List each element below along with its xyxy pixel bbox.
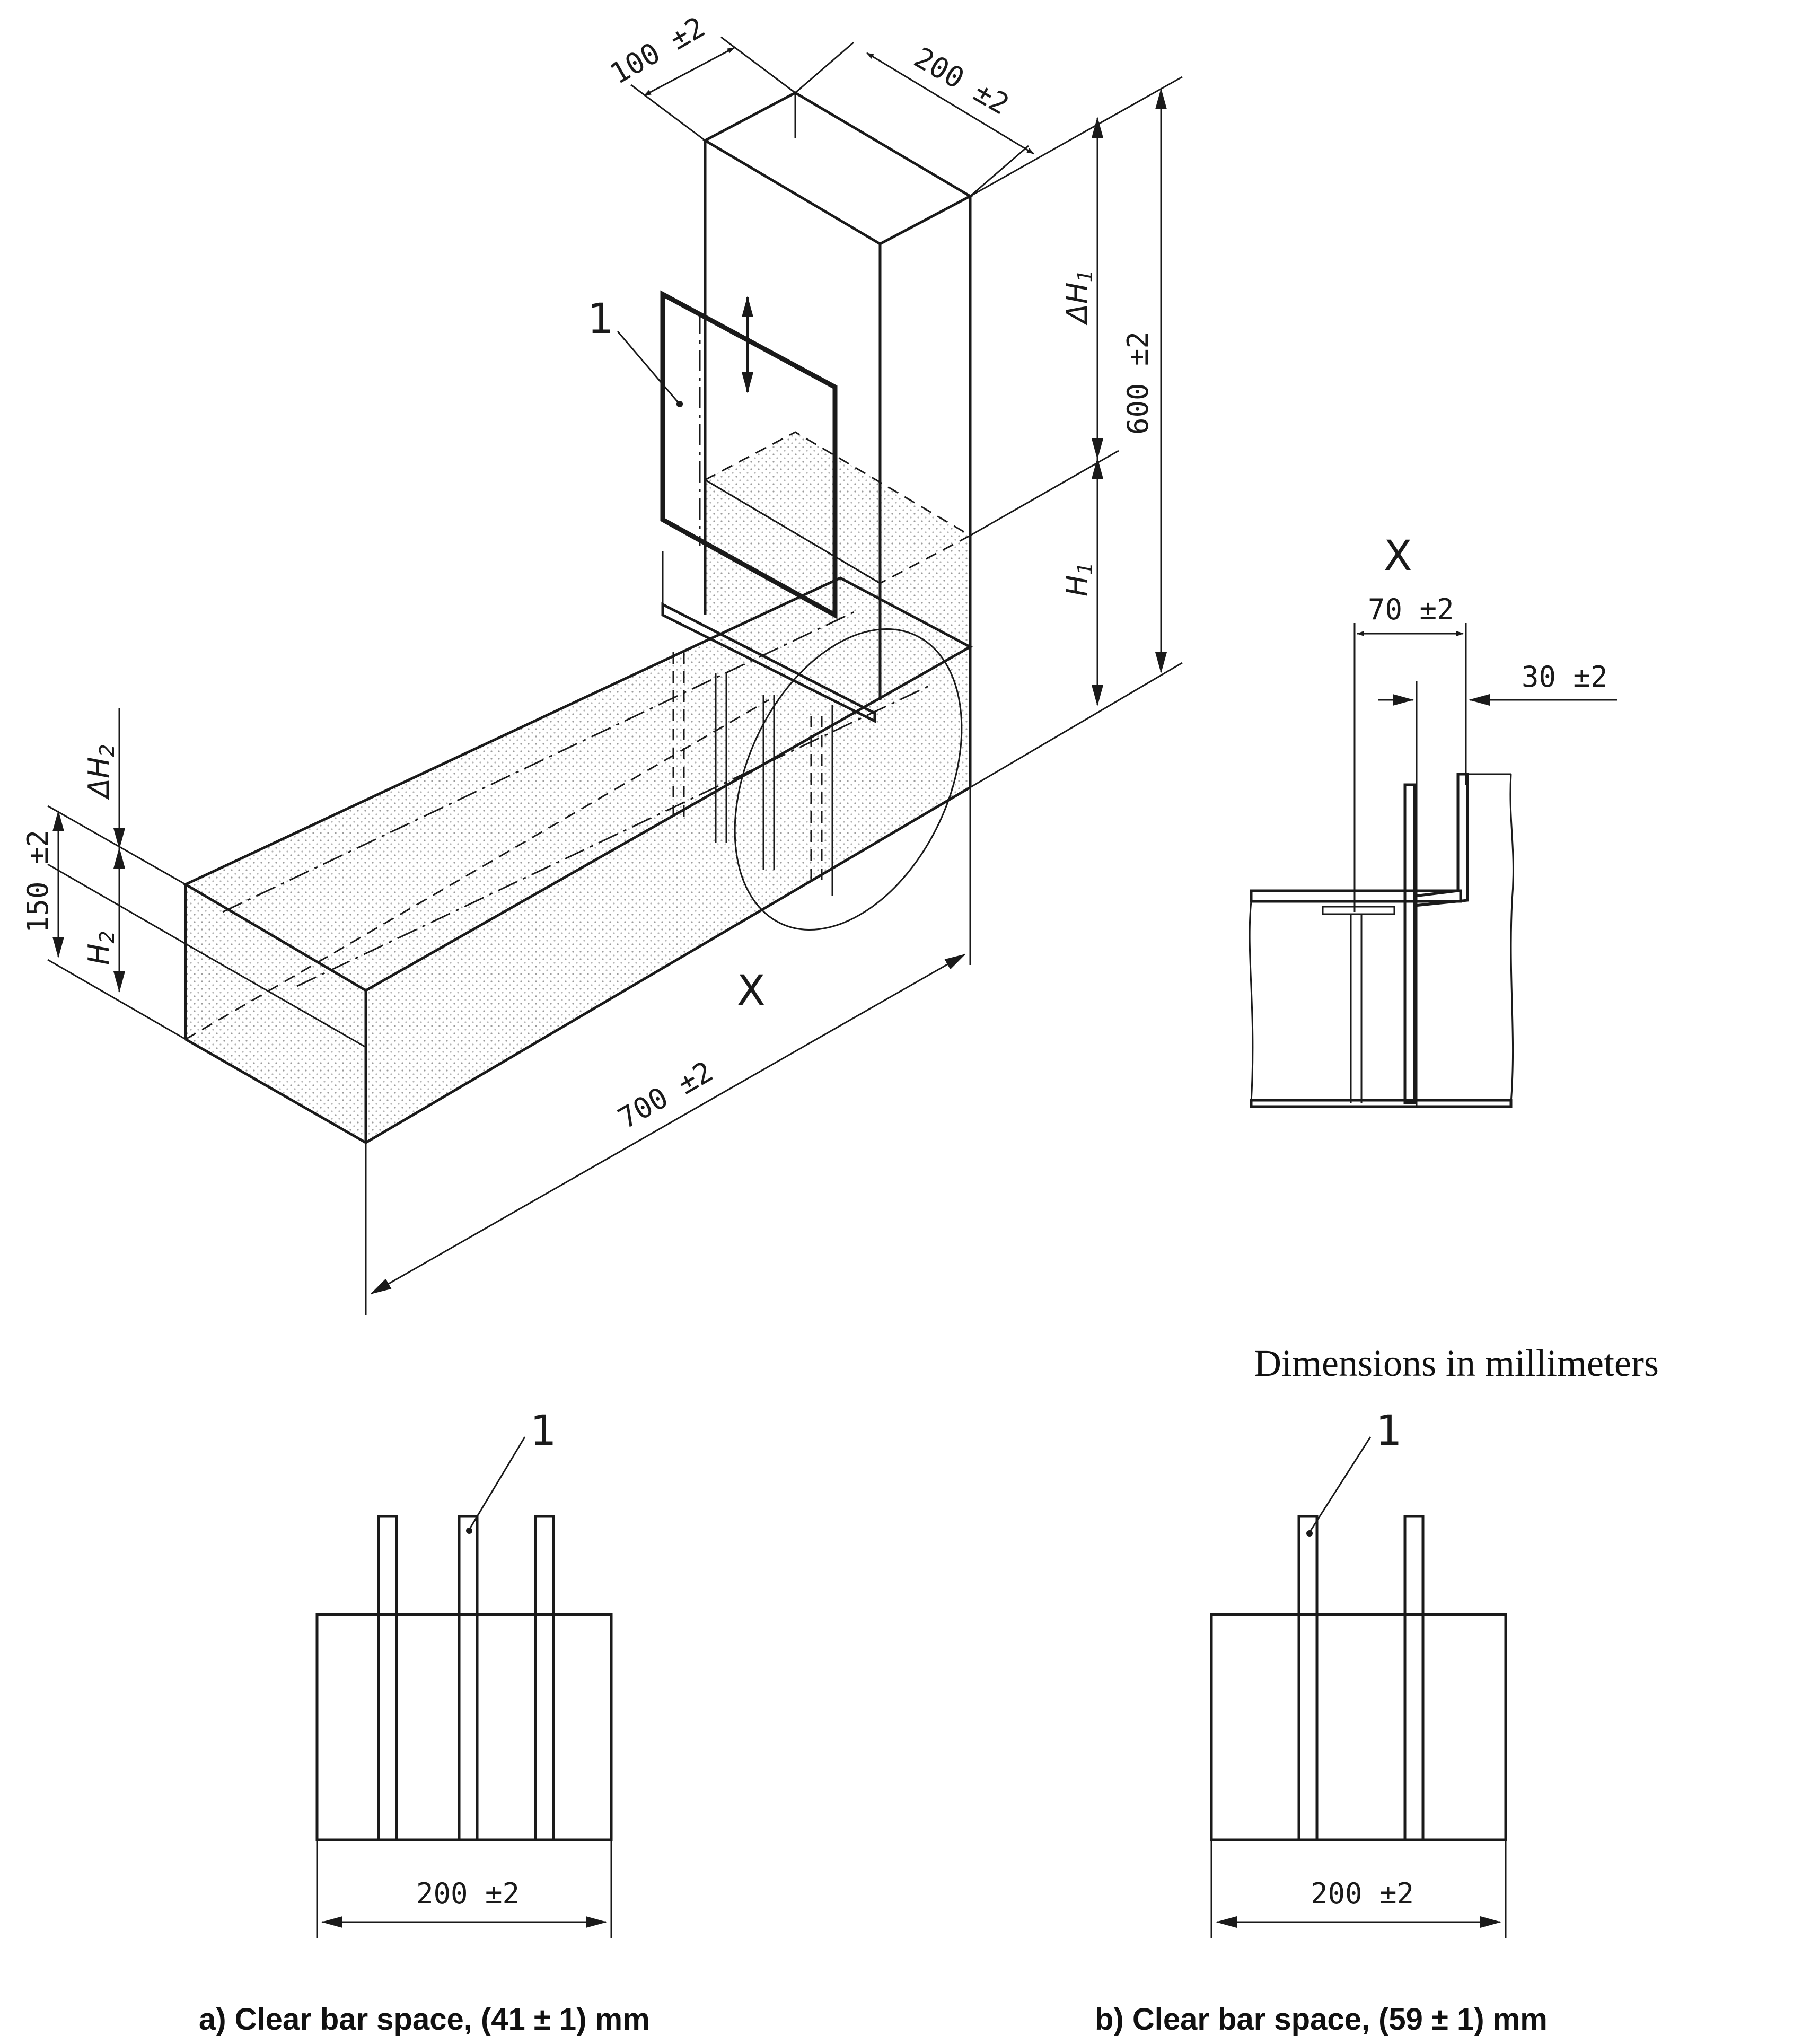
bar-a-2: [458, 1515, 479, 1841]
caption-b: b) Clear bar space, (59 ± 1) mm: [1095, 2002, 1548, 2037]
label-bar-a: 1: [530, 1407, 557, 1455]
tower-top-opening: [702, 91, 973, 245]
caption-a: a) Clear bar space, (41 ± 1) mm: [199, 2002, 650, 2037]
detail-title: X: [1384, 532, 1412, 580]
dim-200-top: 200 ±2: [909, 41, 1015, 121]
dim-700: 700 ±2: [612, 1055, 718, 1135]
dim-100: 100 ±2: [604, 10, 710, 91]
detail-circle-x: [734, 628, 963, 931]
dim-70: 70 ±2: [1368, 593, 1454, 626]
dim-delta-h1: ΔH1: [1060, 269, 1097, 326]
view-a-three-bars: 200 ±2 1 a) Clear bar space, (41 ± 1) mm: [199, 1407, 650, 2037]
label-bar-b: 1: [1376, 1407, 1402, 1455]
dim-h1: H1: [1060, 562, 1097, 596]
dim-200-b: 200 ±2: [1311, 1877, 1414, 1910]
bar-b-1: [1297, 1515, 1319, 1841]
main-isometric-view: 1 X 100 ±2 200 ±2: [21, 10, 1183, 1315]
bar-b-2: [1403, 1515, 1425, 1841]
sliding-plate: [660, 290, 838, 619]
detail-view-x: X 70 ±2 30 ±2: [1249, 532, 1617, 1108]
dimensions-note: Dimensions in millimeters: [1254, 1342, 1659, 1384]
dim-150: 150 ±2: [21, 830, 55, 933]
bar-a-3: [534, 1515, 555, 1841]
dim-h2: H2: [82, 931, 119, 965]
dim-30: 30 ±2: [1522, 660, 1608, 694]
view-b-two-bars: 200 ±2 1 b) Clear bar space, (59 ± 1) mm: [1095, 1407, 1548, 2037]
dim-200-a: 200 ±2: [416, 1877, 520, 1910]
bar-a-1: [377, 1515, 398, 1841]
dim-delta-h2: ΔH2: [82, 744, 119, 800]
dim-600: 600 ±2: [1121, 331, 1155, 435]
label-detail-x: X: [737, 967, 765, 1015]
label-plate: 1: [587, 295, 614, 343]
